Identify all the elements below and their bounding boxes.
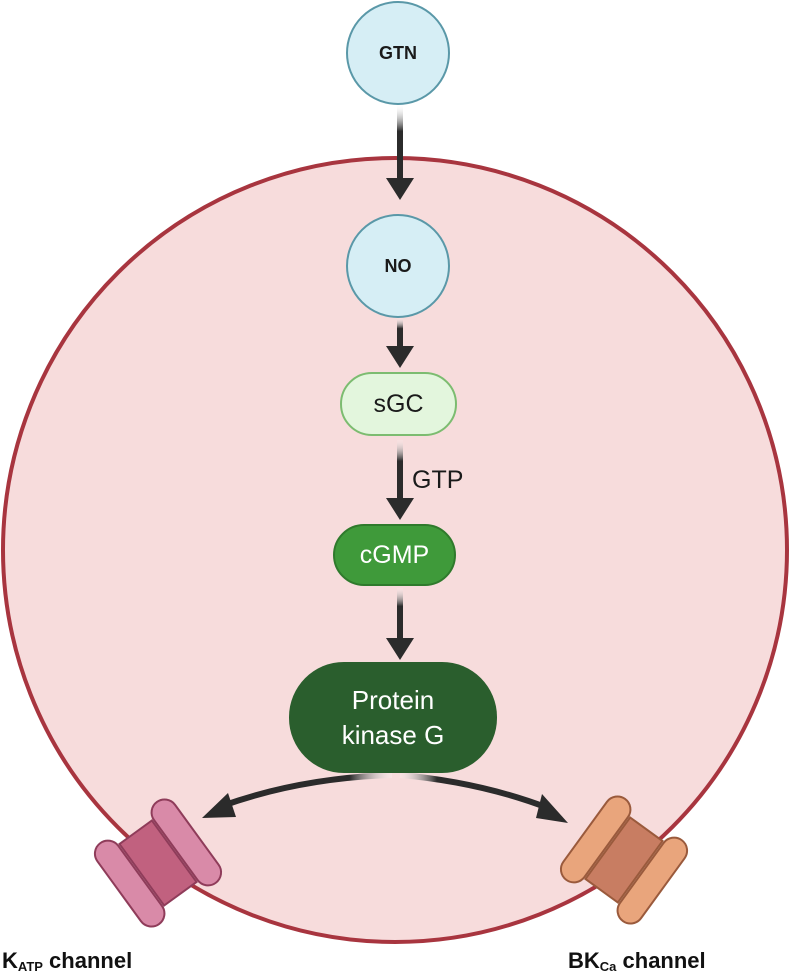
- arrow-pkg-to-katp: [202, 772, 393, 818]
- no-label: NO: [384, 255, 412, 276]
- arrow-pkg-to-bkca: [399, 772, 568, 823]
- bkca-channel-label: BKCa channel: [568, 948, 706, 974]
- bkca-main: BK: [568, 948, 600, 973]
- pkg-label-line2: kinase G: [341, 719, 445, 750]
- gtn-node: [346, 1, 450, 105]
- pkg-label-line1: Protein: [351, 684, 435, 715]
- sgc-label: sGC: [373, 389, 424, 418]
- gtp-label: GTP: [412, 466, 464, 494]
- no-node: [346, 214, 450, 318]
- bkca-subscript: Ca: [599, 959, 617, 974]
- katp-subscript: ATP: [17, 959, 43, 974]
- cgmp-label: cGMP: [359, 540, 430, 569]
- bkca-suffix: channel: [616, 948, 706, 973]
- pkg-node: [289, 662, 497, 773]
- arrow-sgc-to-cgmp: [386, 440, 414, 520]
- arrow-no-to-sgc: [386, 318, 414, 368]
- katp-channel-icon: [93, 798, 223, 928]
- arrow-gtn-to-no: [386, 105, 414, 200]
- katp-main: K: [2, 948, 18, 973]
- pkg-label: Protein kinase G: [289, 662, 497, 773]
- katp-channel-label: KATP channel: [2, 948, 132, 974]
- bkca-channel-icon: [559, 795, 689, 925]
- cgmp-node: [333, 524, 456, 586]
- arrow-cgmp-to-pkg: [386, 588, 414, 660]
- katp-suffix: channel: [42, 948, 133, 973]
- sgc-node: [340, 372, 457, 436]
- gtn-label: GTN: [379, 42, 417, 63]
